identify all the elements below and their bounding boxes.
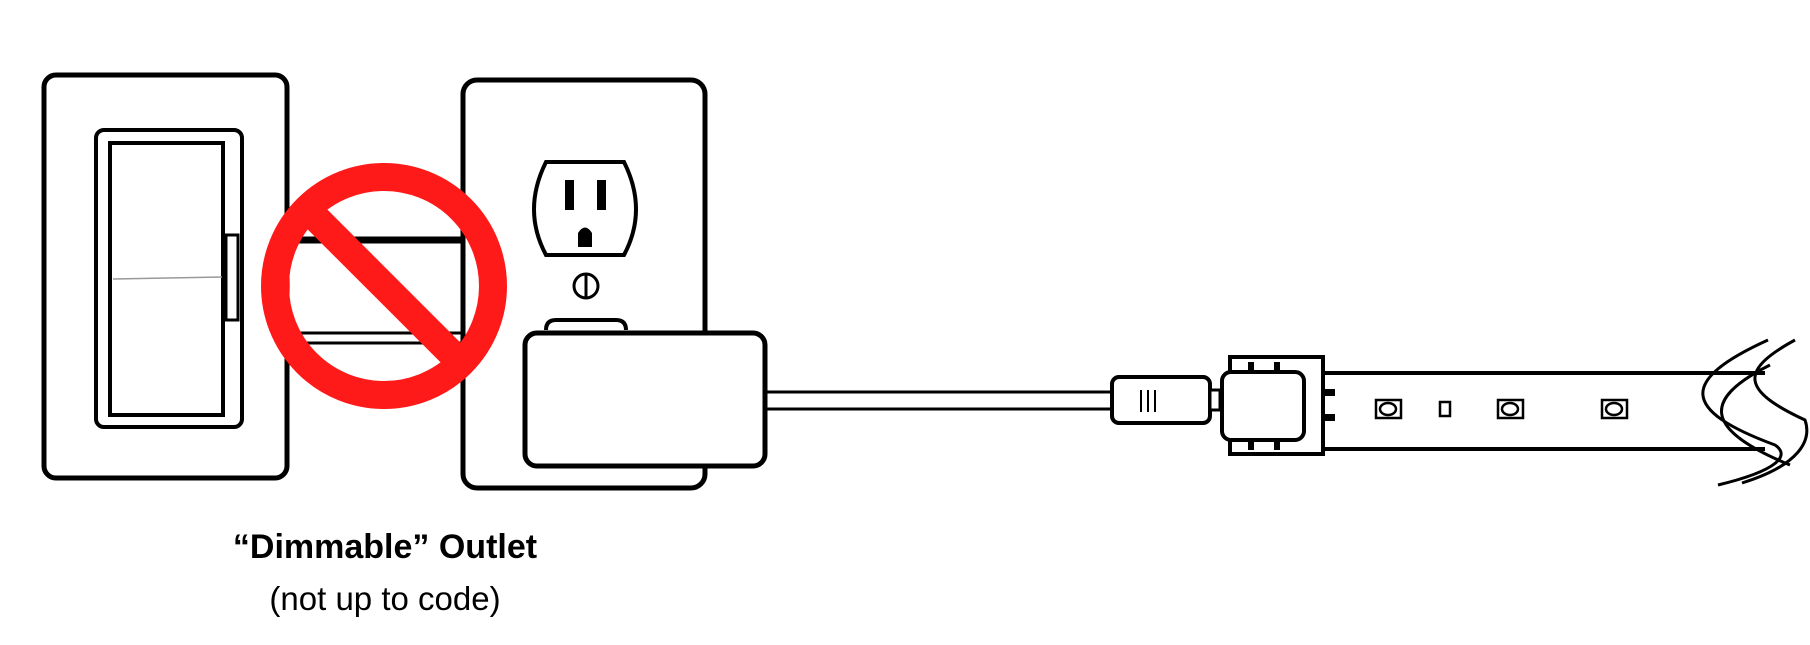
outlet-wall-plate [460,77,708,491]
led-chip [1374,398,1403,420]
outlet-slot-right [597,180,606,210]
dimmer-switch [41,72,290,481]
outlet-receptacle-top [532,160,638,257]
dimmer-slider [224,233,240,322]
prohibition-sign-icon [261,163,507,409]
caption-subtitle: (not up to code) [269,580,501,617]
caption-title: “Dimmable” Outlet [232,528,538,566]
dimmer-paddle-divider [112,276,223,280]
outlet-ground-hole [578,227,592,247]
led-chip [1600,398,1629,420]
dimmer-paddle [108,141,225,417]
dimmer-paddle-frame [94,128,244,429]
led-strip [1220,338,1809,487]
adapter-body [522,330,768,469]
wall-outlet [460,77,708,491]
outlet-receptacle-bottom [544,318,628,331]
power-adapter [522,330,1112,469]
cable-plug [1110,375,1222,425]
resistor [1438,400,1452,418]
dimmer-wall-plate [41,72,290,481]
outlet-screw [572,272,600,300]
strip-cut-end [1701,338,1783,487]
led-chip [1496,398,1525,420]
outlet-slot-left [565,180,574,210]
